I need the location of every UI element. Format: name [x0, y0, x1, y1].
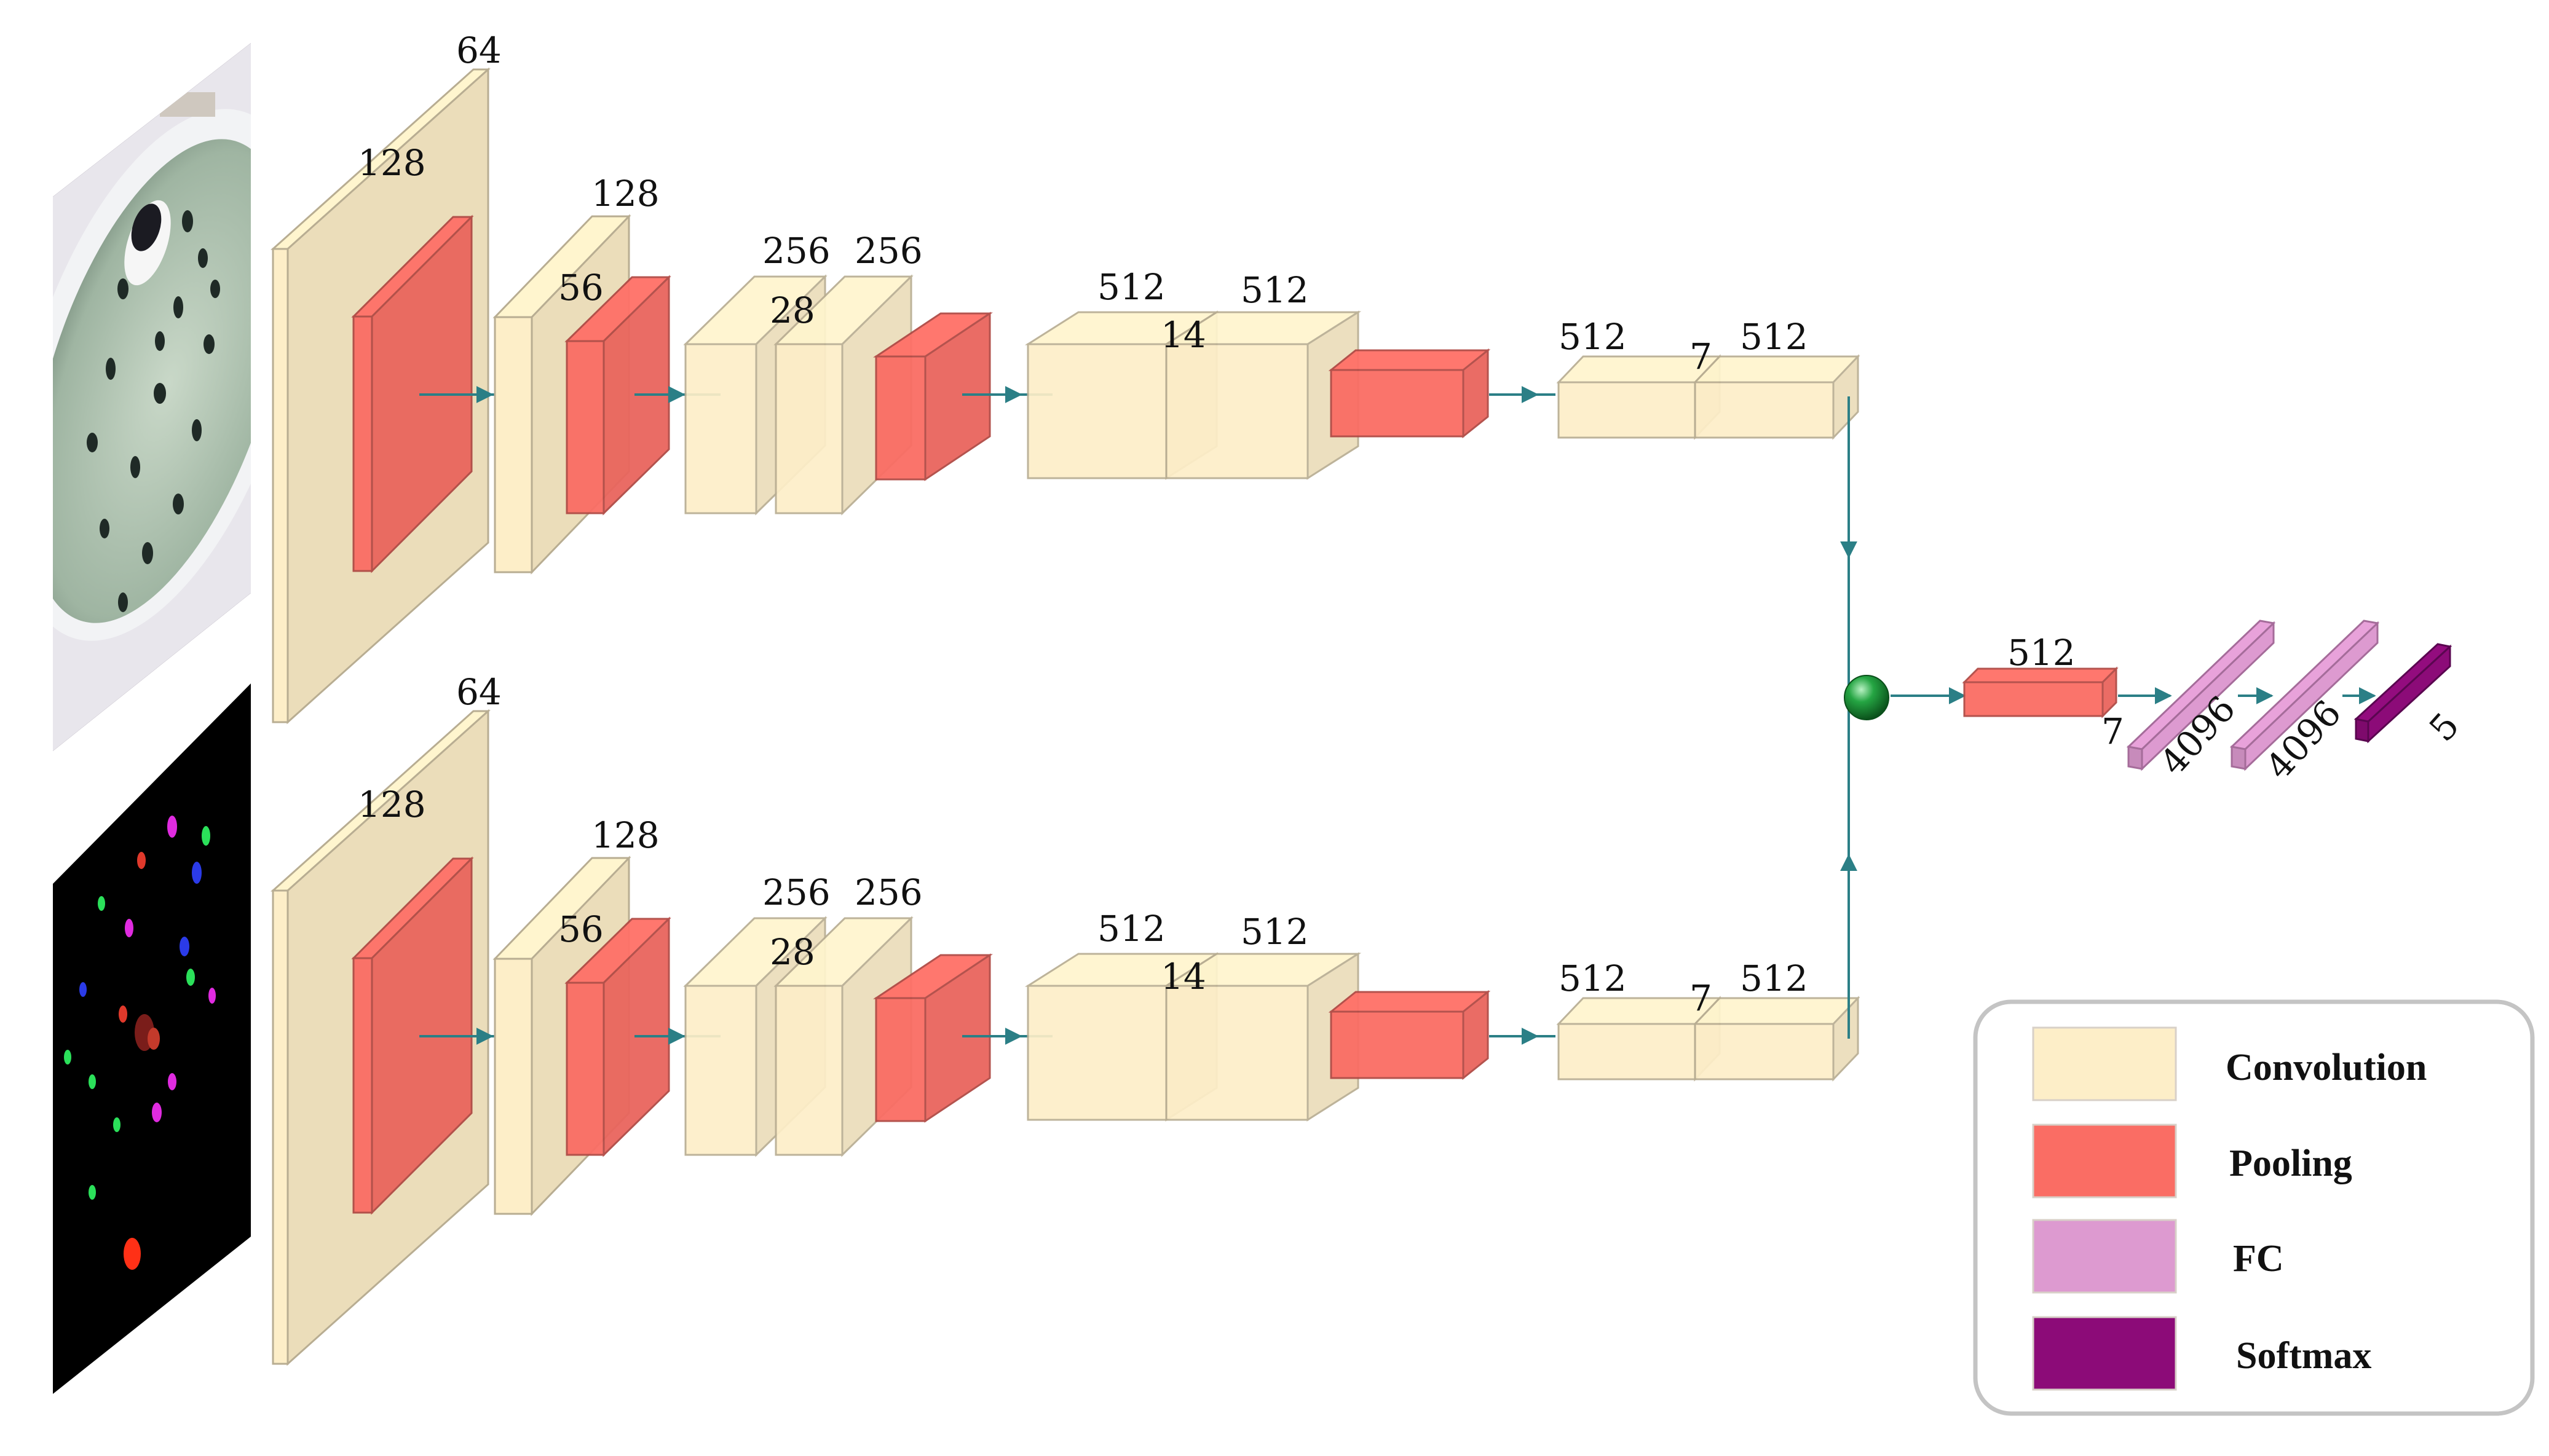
conv5-depth-b-label: 512 — [1740, 958, 1808, 999]
conv5-size-label: 7 — [1689, 977, 1712, 1019]
legend-frame — [1973, 999, 2535, 1416]
legend-item-fc: FC — [2032, 1219, 2284, 1294]
conv2-depth-label: 128 — [591, 814, 660, 856]
conv5-size-label: 7 — [1689, 336, 1712, 377]
legend-swatch-pooling — [2032, 1123, 2177, 1198]
pool3-block — [873, 953, 993, 1123]
conv3-depth-a-label: 256 — [762, 230, 831, 272]
conv1-depth-label: 64 — [456, 30, 502, 71]
conv1-depth-label: 64 — [456, 671, 502, 713]
legend-label-softmax: Softmax — [2236, 1335, 2371, 1377]
legend-label-convolution: Convolution — [2226, 1047, 2427, 1088]
conv4b-block — [1163, 952, 1362, 1122]
fc2-block — [2229, 620, 2380, 771]
legend-item-pooling: Pooling — [2032, 1123, 2352, 1198]
conv4-depth-b-label: 512 — [1241, 269, 1309, 311]
merge-node — [1844, 675, 1889, 720]
conv5b-block — [1693, 996, 1860, 1082]
conv4-depth-a-label: 512 — [1097, 266, 1166, 308]
conv2-size-label: 56 — [558, 267, 604, 309]
legend-swatch-softmax — [2032, 1316, 2177, 1391]
fusion-connectors — [1840, 396, 1889, 1039]
conv5-depth-a-label: 512 — [1559, 316, 1627, 358]
conv3-depth-b-label: 256 — [855, 872, 923, 913]
legend-swatch-convolution — [2032, 1026, 2177, 1101]
head-pool-depth-label: 512 — [2007, 632, 2076, 674]
rgb-stream: 64 128 128 56 256 256 28 512 512 14 512 512 7 — [271, 30, 1860, 725]
legend-item-convolution: Convolution — [2032, 1026, 2427, 1101]
conv2-size-label: 56 — [558, 908, 604, 950]
input-image-rgb — [53, 43, 251, 751]
head-pool-size-label: 7 — [2101, 710, 2124, 752]
conv3-depth-b-label: 256 — [855, 230, 923, 272]
softmax-block — [2353, 643, 2452, 744]
conv1-size-label: 128 — [358, 142, 426, 184]
pool3-block — [873, 312, 993, 481]
legend-label-pooling: Pooling — [2229, 1143, 2352, 1184]
conv5-depth-b-label: 512 — [1740, 316, 1808, 358]
fc1-block — [2126, 620, 2276, 771]
head-pool-block — [1962, 666, 2119, 718]
pool4-block — [1328, 348, 1491, 439]
conv4-depth-a-label: 512 — [1097, 908, 1166, 950]
conv1-size-label: 128 — [358, 784, 426, 825]
legend-item-softmax: Softmax — [2032, 1316, 2371, 1391]
conv4-size-label: 14 — [1161, 956, 1206, 998]
conv4-size-label: 14 — [1161, 314, 1206, 356]
pool4-block — [1328, 990, 1491, 1080]
pool2-block — [564, 275, 671, 516]
conv5-depth-a-label: 512 — [1559, 958, 1627, 999]
conv2-depth-label: 128 — [591, 173, 660, 214]
input-image-motion — [53, 683, 251, 1394]
conv3-depth-a-label: 256 — [762, 872, 831, 913]
conv4-depth-b-label: 512 — [1241, 911, 1309, 953]
legend-swatch-fc — [2032, 1219, 2177, 1294]
softmax-label: 5 — [2421, 704, 2467, 749]
motion-stream: 64 128 128 56 256 256 28 512 512 14 512 512 7 — [271, 671, 1860, 1366]
conv3-size-label: 28 — [770, 289, 815, 331]
conv5b-block — [1693, 354, 1860, 440]
conv3-size-label: 28 — [770, 931, 815, 973]
legend-label-fc: FC — [2233, 1238, 2284, 1280]
